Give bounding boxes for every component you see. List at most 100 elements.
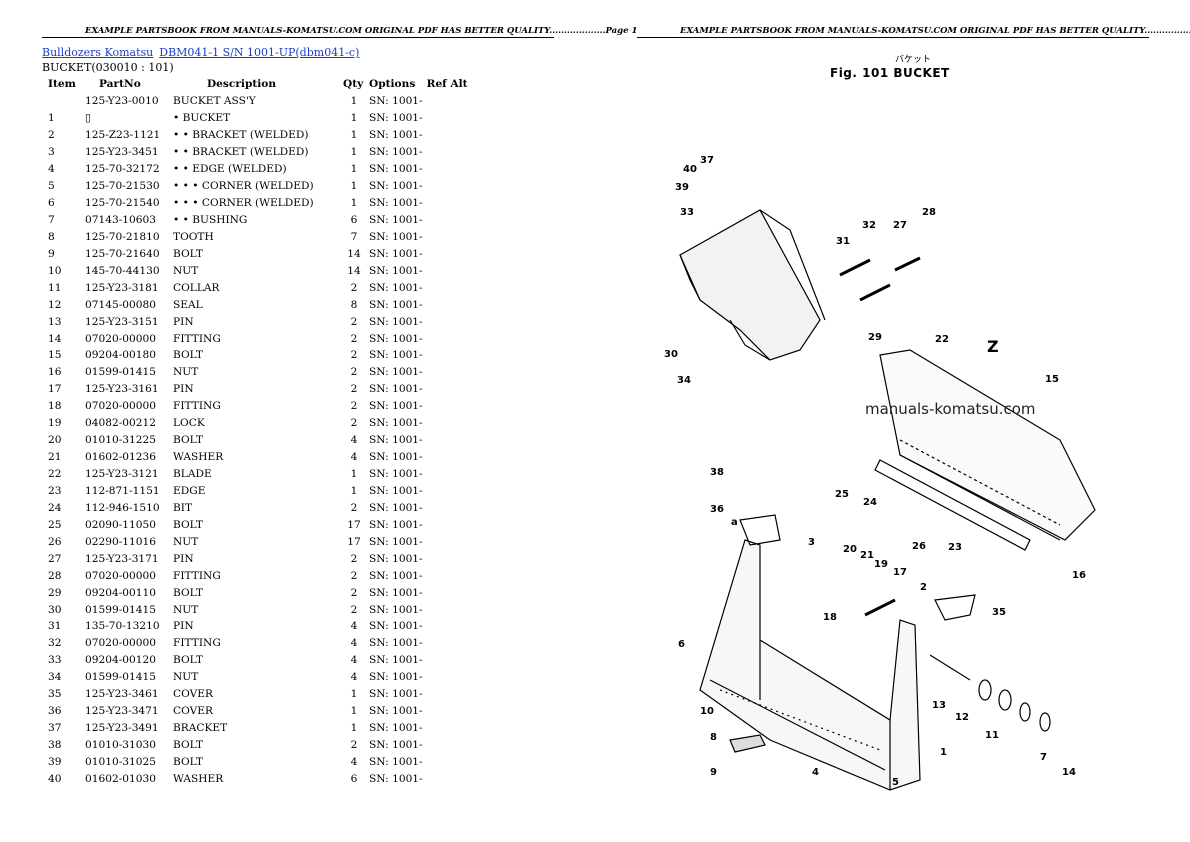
callout-27: 27 <box>893 220 907 231</box>
cell-qty: 1 <box>350 197 358 210</box>
breadcrumb-link-category[interactable]: Bulldozers Komatsu <box>42 46 154 59</box>
cell-item: 26 <box>48 535 62 548</box>
callout-35: 35 <box>992 607 1006 618</box>
cell-item: 33 <box>48 654 62 667</box>
cell-item: 2 <box>48 129 55 142</box>
breadcrumb: Bulldozers Komatsu DBM041-1 S/N 1001-UP(d… <box>42 46 365 59</box>
cell-refalt <box>423 635 468 652</box>
breadcrumb-link-model[interactable]: DBM041-1 S/N 1001-UP(dbm041-c) <box>159 46 360 59</box>
cell-description: FITTING <box>173 332 221 345</box>
callout-40: 40 <box>683 164 697 175</box>
cell-partno: 01599-01415 <box>85 366 156 379</box>
cell-options: SN: 1001- <box>369 451 423 464</box>
cell-options: SN: 1001- <box>369 417 423 430</box>
cell-refalt <box>423 110 468 127</box>
cell-options: SN: 1001- <box>369 484 423 497</box>
cell-partno: 125-70-32172 <box>85 163 160 176</box>
cell-partno: 125-Y23-3151 <box>85 315 159 328</box>
cell-options: SN: 1001- <box>369 535 423 548</box>
cell-qty: 1 <box>350 722 358 735</box>
bucket-exploded-diagram: 1234567891011121314151617181920212223242… <box>664 155 1096 791</box>
cell-item: 20 <box>48 434 62 447</box>
cell-refalt <box>423 584 468 601</box>
callout-34: 34 <box>677 375 691 386</box>
cell-partno: 07143-10603 <box>85 213 156 226</box>
col-item: Item <box>48 78 76 91</box>
cell-description: NUT <box>173 366 199 379</box>
cell-options: SN: 1001- <box>369 603 423 616</box>
cell-qty: 2 <box>350 552 358 565</box>
cell-qty: 2 <box>350 739 358 752</box>
cell-partno: 125-Y23-0010 <box>85 95 159 108</box>
cell-qty: 2 <box>350 332 358 345</box>
cell-item: 27 <box>48 552 62 565</box>
cell-qty: 1 <box>350 95 358 108</box>
callout-10: 10 <box>700 706 714 717</box>
callout-33: 33 <box>680 207 694 218</box>
cell-item: 30 <box>48 603 62 616</box>
cell-description: BOLT <box>173 518 203 531</box>
cell-qty: 1 <box>350 180 358 193</box>
cell-refalt <box>423 228 468 245</box>
callout-9: 9 <box>710 767 717 778</box>
cell-item: 7 <box>48 213 55 226</box>
callout-3: 3 <box>808 537 815 548</box>
callout-38: 38 <box>710 467 724 478</box>
col-partno: PartNo <box>99 78 141 91</box>
cell-qty: 2 <box>350 603 358 616</box>
cell-description: PIN <box>173 383 194 396</box>
cell-item: 8 <box>48 230 55 243</box>
cell-partno: 145-70-44130 <box>85 264 160 277</box>
callout-37: 37 <box>700 155 714 166</box>
cell-item: 28 <box>48 569 62 582</box>
col-description: Description <box>207 78 277 91</box>
cell-partno: 07020-00000 <box>85 400 156 413</box>
cell-qty: 4 <box>350 451 358 464</box>
cell-refalt <box>423 737 468 754</box>
cell-partno: 125-70-21810 <box>85 230 160 243</box>
cell-refalt <box>423 161 468 178</box>
cell-options: SN: 1001- <box>369 247 423 260</box>
cell-partno: 07020-00000 <box>85 637 156 650</box>
cell-qty: 4 <box>350 755 358 768</box>
cell-qty: 2 <box>350 400 358 413</box>
cell-partno: 04082-00212 <box>85 417 156 430</box>
cell-refalt <box>423 398 468 415</box>
cell-refalt <box>423 212 468 229</box>
cell-qty: 17 <box>347 535 361 548</box>
cell-partno: 02090-11050 <box>85 518 156 531</box>
cell-partno: 125-70-21640 <box>85 247 160 260</box>
cell-options: SN: 1001- <box>369 501 423 514</box>
callout-23: 23 <box>948 542 962 553</box>
cell-item: 21 <box>48 451 62 464</box>
cell-partno: 125-Y23-3471 <box>85 705 159 718</box>
cell-options: SN: 1001- <box>369 180 423 193</box>
cell-options: SN: 1001- <box>369 671 423 684</box>
cell-options: SN: 1001- <box>369 129 423 142</box>
cell-refalt <box>423 550 468 567</box>
cell-options: SN: 1001- <box>369 281 423 294</box>
page-header: EXAMPLE PARTSBOOK FROM MANUALS-KOMATSU.C… <box>85 26 638 36</box>
cell-description: TOOTH <box>173 230 214 243</box>
cell-options: SN: 1001- <box>369 298 423 311</box>
cell-description: BIT <box>173 501 193 514</box>
cell-options: SN: 1001- <box>369 434 423 447</box>
cell-qty: 14 <box>347 247 361 260</box>
cell-description: NUT <box>173 671 199 684</box>
cell-description: BRACKET <box>173 722 228 735</box>
